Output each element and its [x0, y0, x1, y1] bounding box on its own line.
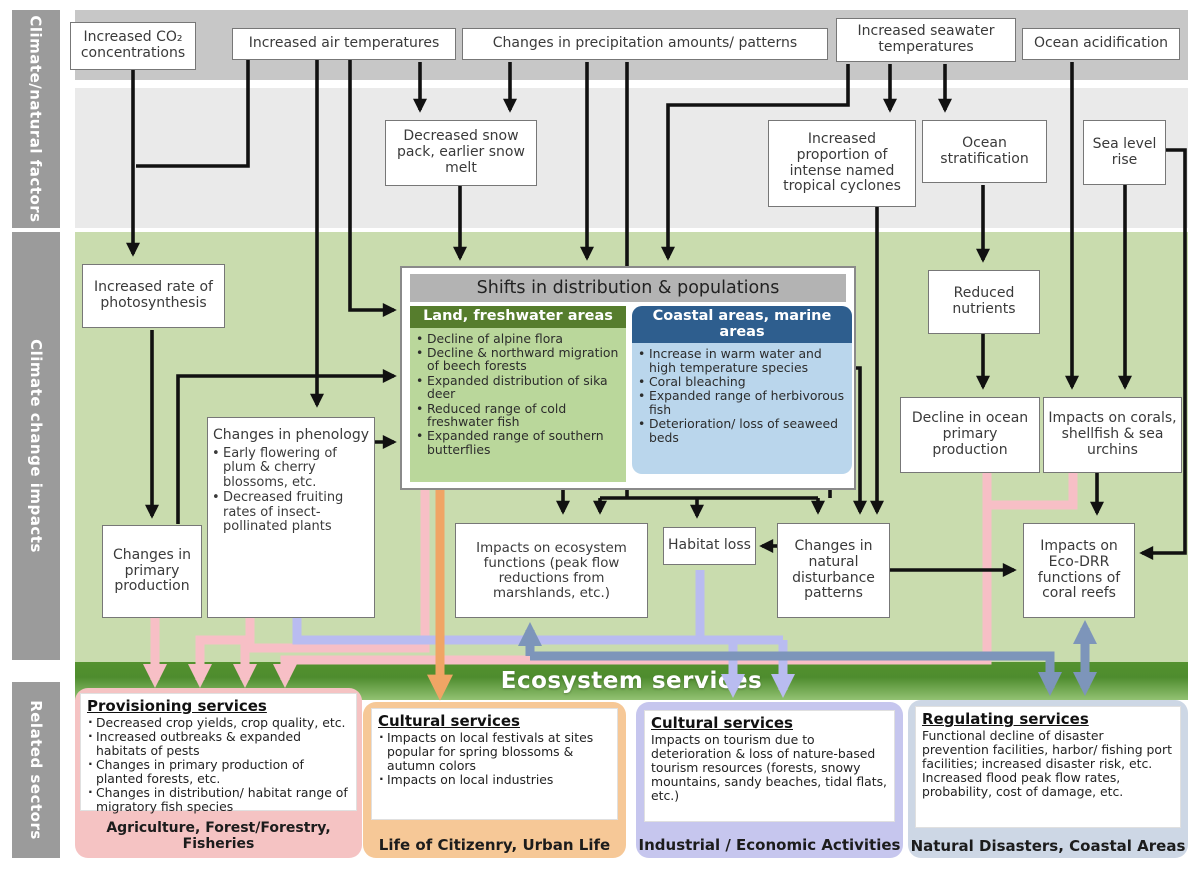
factor-ocean-stratification: Ocean stratification [922, 120, 1047, 183]
factor-sea-level-rise: Sea level rise [1083, 120, 1166, 185]
service-heading: Cultural services [378, 712, 520, 730]
factor-precipitation: Changes in precipitation amounts/ patter… [462, 28, 828, 60]
service-body-line: Functional decline of disaster preventio… [922, 727, 1172, 771]
land-freshwater-panel: Land, freshwater areas Decline of alpine… [410, 306, 626, 482]
impact-ecosystem-functions: Impacts on ecosystem functions (peak flo… [455, 523, 648, 618]
service-provisioning-content: Provisioning services Decreased crop yie… [80, 693, 357, 814]
impact-ocean-primary-production: Decline in ocean primary production [900, 397, 1040, 473]
land-freshwater-list: Decline of alpine flora Decline & northw… [410, 328, 626, 460]
list-item: Changes in primary production of planted… [87, 757, 350, 786]
impact-natural-disturbance: Changes in natural disturbance patterns [777, 523, 890, 618]
impact-photosynthesis: Increased rate of photosynthesis [82, 264, 225, 328]
coastal-marine-title: Coastal areas, marine areas [632, 306, 852, 344]
service-heading: Regulating services [922, 710, 1089, 728]
service-body-line: Increased flood peak flow rates, probabi… [922, 769, 1124, 799]
list-item: Decline of alpine flora [416, 331, 622, 345]
impact-habitat-loss: Habitat loss [663, 527, 756, 565]
sector-label: Natural Disasters, Coastal Areas [910, 836, 1186, 855]
phenology-list: Early flowering of plum & cherry blossom… [212, 446, 370, 536]
land-freshwater-title: Land, freshwater areas [410, 306, 626, 328]
sidebar-climate-change-impacts: Climate change impacts [12, 232, 60, 660]
list-item: Expanded range of southern butterflies [416, 429, 622, 456]
shifts-title: Shifts in distribution & populations [410, 274, 846, 302]
impact-reduced-nutrients: Reduced nutrients [928, 270, 1040, 334]
service-heading: Provisioning services [87, 697, 267, 715]
sidebar-related-sectors: Related sectors [12, 682, 60, 858]
service-regulating: Regulating services Functional decline o… [908, 700, 1188, 858]
impact-corals-shellfish: Impacts on corals, shellfish & sea urchi… [1043, 397, 1182, 473]
list-item: Decline & northward migration of beech f… [416, 346, 622, 373]
service-cultural-industrial-content: Cultural services Impacts on tourism due… [644, 710, 895, 822]
list-item: Early flowering of plum & cherry blossom… [212, 446, 370, 491]
impact-eco-drr: Impacts on Eco-DRR functions of coral re… [1023, 523, 1135, 618]
steel-flow-arrows [518, 620, 1097, 696]
factor-ocean-acidification: Ocean acidification [1022, 28, 1180, 60]
sector-label: Agriculture, Forest/Forestry, Fisheries [106, 819, 331, 852]
list-item: Decreased crop yields, crop quality, etc… [87, 715, 350, 730]
service-cultural-industrial: Cultural services Impacts on tourism due… [636, 702, 903, 858]
list-item: Increase in warm water and high temperat… [638, 347, 848, 374]
list-item: Expanded range of herbivorous fish [638, 389, 848, 416]
sector-label: Life of Citizenry, Urban Life [378, 835, 611, 854]
shifts-distribution-panel: Shifts in distribution & populations Lan… [400, 266, 856, 490]
coastal-marine-list: Increase in warm water and high temperat… [632, 343, 852, 447]
list-item: Changes in distribution/ habitat range o… [87, 785, 350, 814]
list-item: Deterioration/ loss of seaweed beds [638, 417, 848, 444]
sidebar-climate-natural-factors: Climate/natural factors [12, 10, 60, 228]
impact-primary-production: Changes in primary production [102, 525, 202, 618]
service-cultural-citizenry-content: Cultural services Impacts on local festi… [371, 708, 618, 820]
lavender-flow-arrows [292, 570, 795, 698]
service-body: Impacts on tourism due to deterioration … [651, 731, 887, 803]
service-heading: Cultural services [651, 714, 793, 732]
sector-label: Industrial / Economic Activities [638, 835, 901, 854]
service-provisioning: Provisioning services Decreased crop yie… [75, 688, 362, 858]
impact-phenology: Changes in phenology Early flowering of … [207, 417, 375, 618]
list-item: Coral bleaching [638, 375, 848, 389]
factor-seawater-temperatures: Increased seawater temperatures [836, 18, 1016, 62]
list-item: Expanded distribution of sika deer [416, 374, 622, 401]
list-item: Reduced range of cold freshwater fish [416, 401, 622, 429]
phenology-title: Changes in phenology [213, 427, 369, 443]
list-item: Impacts on local festivals at sites popu… [378, 730, 611, 773]
factor-snow-pack: Decreased snow pack, earlier snow melt [385, 120, 537, 186]
factor-air-temperatures: Increased air temperatures [232, 28, 456, 60]
factor-tropical-cyclones: Increased proportion of intense named tr… [768, 120, 916, 207]
coastal-marine-panel: Coastal areas, marine areas Increase in … [632, 306, 852, 474]
service-cultural-citizenry: Cultural services Impacts on local festi… [363, 702, 626, 858]
list-item: Increased outbreaks & expanded habitats … [87, 729, 350, 758]
factor-co2: Increased CO₂ concentrations [70, 22, 196, 70]
list-item: Decreased fruiting rates of insect-polli… [212, 491, 370, 535]
service-regulating-content: Regulating services Functional decline o… [915, 706, 1181, 828]
ecosystem-services-label: Ecosystem services [500, 668, 763, 694]
list-item: Impacts on local industries [378, 772, 611, 787]
